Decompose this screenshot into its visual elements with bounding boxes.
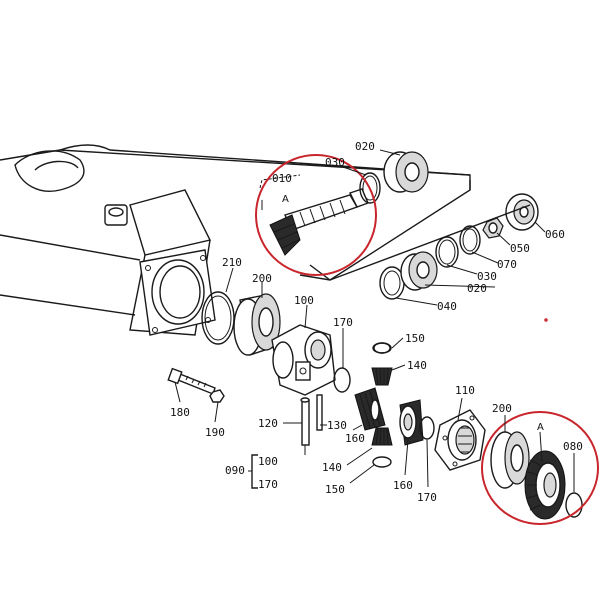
snap-ring-top-030 [359, 172, 381, 204]
washer-150-bot [372, 456, 392, 468]
part-labels: 010 A 020 030 060 050 070 030 020 040 21… [170, 140, 583, 504]
label-200-left: 200 [252, 272, 272, 285]
label-170-group: 170 [258, 478, 278, 491]
label-100: 100 [294, 294, 314, 307]
bearing-stack-right [379, 193, 539, 300]
washer-170-top [333, 367, 351, 393]
label-140-top: 140 [407, 359, 427, 372]
side-gear-160-right [399, 399, 424, 446]
label-210: 210 [222, 256, 242, 269]
bolt-180 [167, 367, 216, 395]
bearing-200-right [490, 431, 530, 489]
label-150-bot: 150 [325, 483, 345, 496]
label-100-group: 100 [258, 455, 278, 468]
label-130: 130 [327, 419, 347, 432]
label-A-top: A [282, 194, 289, 205]
label-120: 120 [258, 417, 278, 430]
ring-gear [524, 450, 566, 520]
label-180: 180 [170, 406, 190, 419]
differential-case-100 [271, 324, 336, 396]
label-110: 110 [455, 384, 475, 397]
label-020-right: 020 [467, 282, 487, 295]
washer-150-top [372, 342, 392, 354]
label-170-bot: 170 [417, 491, 437, 504]
label-080: 080 [563, 440, 583, 453]
label-170-top: 170 [333, 316, 353, 329]
label-090: 090 [225, 464, 245, 477]
label-030-top: 030 [325, 156, 345, 169]
pinion-shaft-120 [300, 397, 310, 455]
label-190: 190 [205, 426, 225, 439]
label-200-right: 200 [492, 402, 512, 415]
spider-gear-top-140 [371, 342, 393, 386]
washer-170-bot [419, 416, 435, 440]
housing-bearing-200 [233, 293, 281, 356]
label-A-right: A [537, 422, 544, 433]
label-040: 040 [437, 300, 457, 313]
label-020-top: 020 [355, 140, 375, 153]
pin-130 [316, 394, 323, 431]
label-160-left: 160 [345, 432, 365, 445]
label-070: 070 [497, 258, 517, 271]
label-010: 010 [272, 172, 292, 185]
label-050: 050 [510, 242, 530, 255]
highlight-circle-ring-gear [481, 411, 599, 525]
highlight-circle-pinion [255, 154, 377, 276]
side-gear-160-left [354, 387, 386, 431]
nut-190 [209, 389, 225, 403]
snap-ring-080 [565, 492, 583, 518]
red-dot-mark [544, 318, 548, 322]
pinion-shaft [269, 188, 369, 256]
label-060: 060 [545, 228, 565, 241]
label-140-bot: 140 [322, 461, 342, 474]
label-030-right: 030 [477, 270, 497, 283]
flange-110 [434, 409, 486, 471]
label-150-top: 150 [405, 332, 425, 345]
bearing-top-020 [383, 151, 429, 193]
label-160-right: 160 [393, 479, 413, 492]
axle-housing [0, 144, 471, 336]
spider-gear-bot-140 [371, 427, 393, 446]
leader-lines [174, 149, 575, 492]
